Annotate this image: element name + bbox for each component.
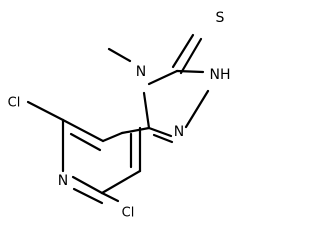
- pyridine-bond-c6-cl: [100, 191, 120, 203]
- pyridine-n-atom-label: N: [58, 173, 68, 189]
- n2-atom-label: N: [174, 124, 184, 140]
- molecule-canvas: S NH N N N Cl Cl: [8, 10, 231, 221]
- triazole-bond-c5-n1-double: [152, 133, 174, 144]
- chemical-structure-diagram: S NH N N N Cl Cl: [8, 10, 231, 221]
- triazole-bond-c5-n1-single: [147, 126, 173, 138]
- nh-atom-label: NH: [210, 67, 231, 83]
- pyridine-bond-c4-c3: [101, 131, 124, 143]
- triazole-bond-c3-n4: [147, 69, 179, 86]
- pyridine-bond-c3-c2-inner: [69, 132, 102, 152]
- pyridine-bond-c2-cl: [26, 100, 65, 122]
- c-s-double-bond-a: [171, 33, 195, 69]
- triazole-bond-n1-n2: [184, 89, 210, 129]
- pyridine-bond-n-c6: [71, 175, 104, 195]
- pyridine-bond-n-c6-inner: [72, 187, 104, 205]
- cl-top-atom-label: Cl: [8, 96, 21, 111]
- c-s-double-bond-b: [179, 37, 203, 75]
- triazole-pyridine-link: [120, 126, 151, 135]
- n4-atom-label: N: [136, 64, 146, 80]
- triazole-bond-n4-c5: [142, 91, 151, 130]
- n-methyl-bond: [107, 47, 132, 63]
- pyridine-bond-c6-c5: [100, 169, 142, 195]
- cl-bottom-atom-label: Cl: [122, 206, 135, 221]
- triazole-bond-n2-c3: [175, 69, 205, 74]
- sulfur-atom-label: S: [216, 10, 225, 26]
- pyridine-bond-c3-c2: [61, 118, 105, 143]
